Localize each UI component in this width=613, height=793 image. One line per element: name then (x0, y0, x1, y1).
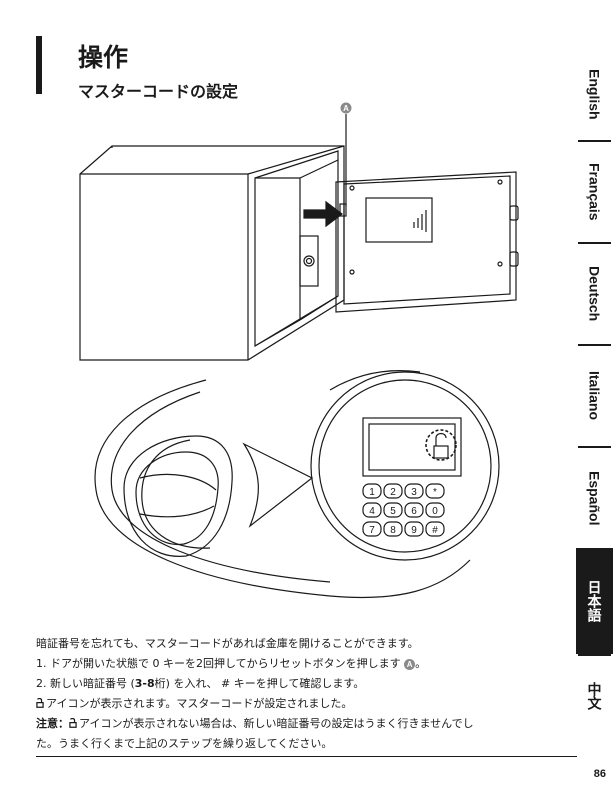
keypad-keys: 1 2 3 * 4 5 6 0 7 8 9 # (362, 483, 445, 537)
tab-japanese[interactable]: 日本語 (576, 548, 613, 654)
keypad-key (425, 483, 445, 499)
note-continued: た。うまく行くまで上記のステップを繰り返してください。 (36, 737, 333, 750)
tab-label: Italiano (586, 371, 603, 421)
keypad-key-label: 5 (390, 506, 396, 517)
digit-range: 3-8 (134, 677, 155, 690)
tab-divider (578, 344, 611, 346)
tab-espanol[interactable]: Español (576, 448, 613, 548)
step-1: 1. ドアが開いた状態で 0 キーを2回押してからリセットボタンを押します A。 (36, 654, 556, 674)
step-1-end: 。 (415, 657, 427, 670)
intro-text: 暗証番号を忘れても、マスターコードがあれば金庫を開けることができます。 (36, 637, 419, 650)
language-tabs: English Français Deutsch Italiano Españo… (576, 40, 613, 740)
tab-divider (578, 654, 611, 656)
tab-label: Français (586, 163, 603, 221)
keypad-key-label: 8 (390, 525, 396, 536)
tab-divider (578, 140, 611, 142)
keypad-key-label: 1 (369, 487, 375, 498)
lock-open-icon (425, 429, 457, 461)
callout-a-label: A (343, 104, 349, 113)
keypad-key (404, 521, 424, 537)
tab-label: 中文 (586, 682, 603, 710)
keypad-key-label: 9 (411, 525, 417, 536)
keypad-key-label: 2 (390, 487, 396, 498)
arrow-icon (303, 200, 343, 228)
tab-label: Deutsch (586, 266, 603, 322)
keypad-key (383, 502, 403, 518)
step-2-text: 2. 新しい暗証番号 ( (36, 677, 135, 690)
safe-body-drawing (79, 145, 345, 361)
note-line: 注意： アイコンが表示されない場合は、新しい暗証番号の設定はうまく行きませんでし (36, 714, 556, 734)
note-text: アイコンが表示されない場合は、新しい暗証番号の設定はうまく行きませんでし (79, 717, 474, 730)
tab-label: English (586, 68, 603, 120)
keypad-key (404, 483, 424, 499)
keypad-key (362, 483, 382, 499)
tab-francais[interactable]: Français (576, 142, 613, 242)
confirm-line: アイコンが表示されます。マスターコードが設定されました。 (36, 694, 556, 714)
keypad-key-label: 0 (432, 506, 438, 517)
lock-open-icon (69, 718, 77, 728)
tab-label: 日本語 (586, 580, 603, 622)
keypad-key (362, 502, 382, 518)
section-subtitle: マスターコードの設定 (78, 82, 239, 101)
keypad-key-label: 6 (411, 506, 417, 517)
keypad-panel-drawing (94, 370, 500, 599)
step-1-text: 1. ドアが開いた状態で 0 キーを2回押してからリセットボタンを押します (36, 657, 401, 670)
keypad-key (404, 502, 424, 518)
step-2-text-end: 桁) を入れ、 # キーを押して確認します。 (154, 677, 365, 690)
callout-a-badge: A (404, 658, 416, 670)
keypad-key (383, 521, 403, 537)
keypad-key-label: 7 (369, 525, 375, 536)
keypad-key-label: 4 (369, 506, 375, 517)
footer-rule (36, 756, 577, 757)
keypad-key (425, 502, 445, 518)
keypad-key (383, 483, 403, 499)
page-number: 86 (593, 768, 606, 780)
safe-door-drawing (335, 171, 519, 313)
keypad-key-label: 3 (411, 487, 417, 498)
step-2: 2. 新しい暗証番号 (3-8桁) を入れ、 # キーを押して確認します。 (36, 674, 556, 694)
note-label: 注意： (36, 717, 69, 730)
lock-open-icon (36, 698, 44, 708)
page-title: 操作 (78, 43, 129, 72)
tab-label: Español (586, 470, 603, 526)
tab-divider (578, 242, 611, 244)
tab-deutsch[interactable]: Deutsch (576, 244, 613, 344)
keypad-key (425, 521, 445, 537)
tab-divider (578, 446, 611, 448)
keypad-key (362, 521, 382, 537)
tab-italiano[interactable]: Italiano (576, 346, 613, 446)
tab-english[interactable]: English (576, 48, 613, 140)
heading-bar (36, 36, 42, 94)
tab-chinese[interactable]: 中文 (576, 656, 613, 736)
callout-a-marker: A (340, 102, 352, 206)
confirm-text: アイコンが表示されます。マスターコードが設定されました。 (46, 697, 353, 710)
instructions: 暗証番号を忘れても、マスターコードがあれば金庫を開けることができます。 1. ド… (36, 634, 556, 754)
keypad-key-label: # (432, 525, 438, 536)
keypad-key-label: * (433, 487, 437, 498)
